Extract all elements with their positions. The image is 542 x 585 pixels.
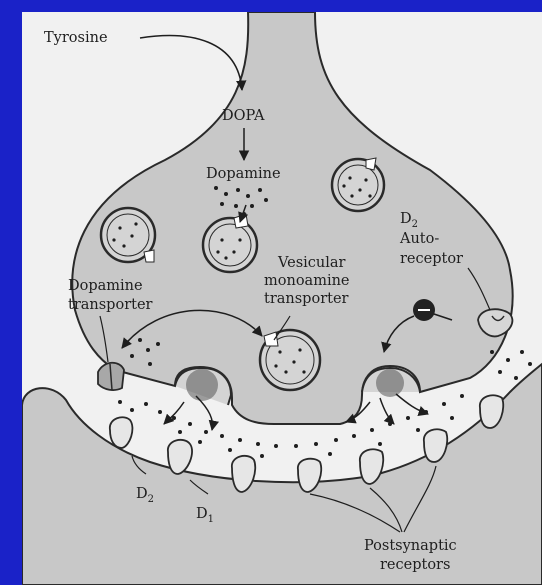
label-vmat-1: Vesicular	[277, 255, 346, 271]
label-dopamine-transporter-2: transporter	[68, 297, 153, 313]
label-dopa: DOPA	[222, 108, 265, 124]
label-receptor: receptor	[400, 251, 463, 267]
label-postsynaptic: Postsynaptic	[364, 538, 457, 554]
label-vmat-2: monoamine	[264, 273, 350, 289]
dopamine-transporter	[98, 363, 124, 390]
label-dopamine-transporter-1: Dopamine	[68, 278, 143, 294]
vmat-marker-top	[366, 158, 376, 170]
synapse-diagram: Tyrosine DOPA Dopamine D2 Auto- receptor…	[22, 12, 542, 585]
inhibition-symbol	[413, 299, 435, 321]
vesicle-top-right	[332, 159, 384, 211]
label-receptors: receptors	[380, 557, 450, 573]
vesicle-center	[203, 218, 257, 272]
label-vmat-3: transporter	[264, 291, 349, 307]
vmat-marker-left	[144, 250, 154, 262]
diagram-panel: Tyrosine DOPA Dopamine D2 Auto- receptor…	[22, 12, 542, 585]
label-auto: Auto-	[399, 231, 439, 247]
label-tyrosine: Tyrosine	[44, 30, 108, 46]
label-dopamine: Dopamine	[206, 166, 281, 182]
